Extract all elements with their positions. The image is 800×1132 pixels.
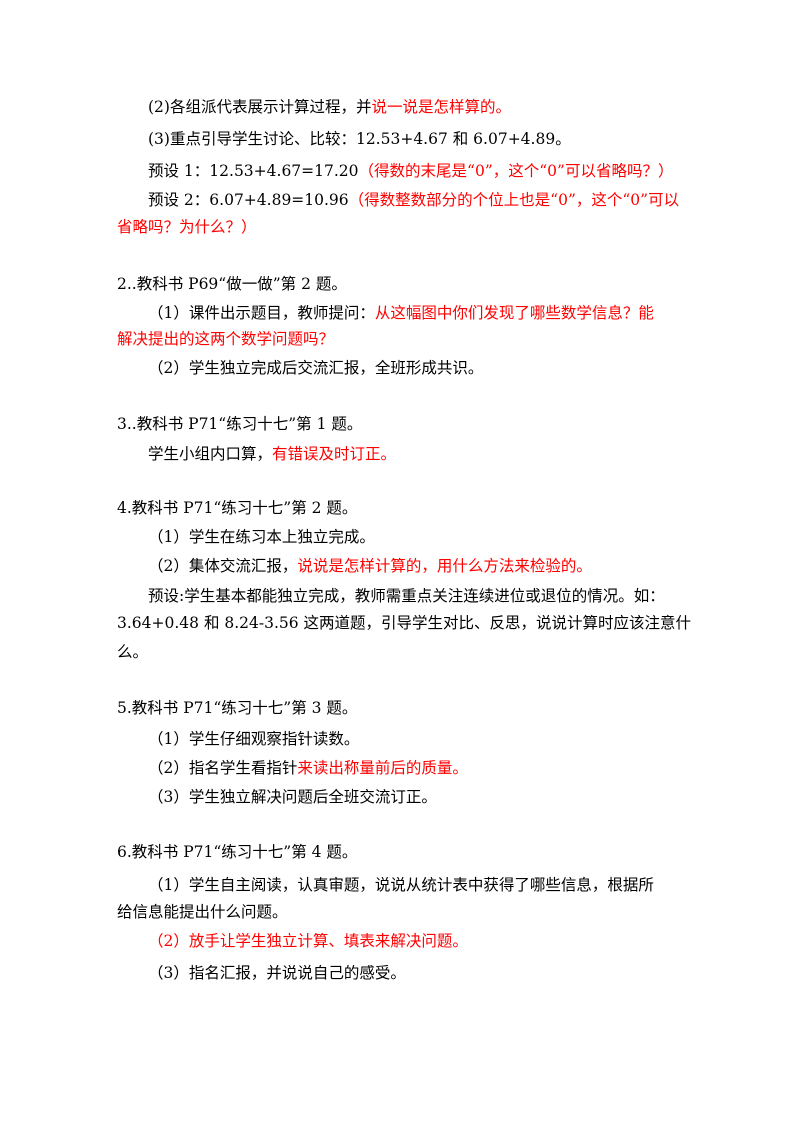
step-3-text: (3)重点引导学生讨论、比较：12.53+4.67 和 6.07+4.89。	[148, 130, 571, 148]
step-2-emphasis: 说一说是怎样算的。	[371, 98, 511, 116]
step-2-text: (2)各组派代表展示计算过程，并	[148, 98, 372, 116]
section-6-item-2-text: （2）放手让学生独立计算、填表来解决问题。	[148, 932, 468, 950]
section-2-heading-text: 2..教科书 P69“做一做”第 2 题。	[117, 275, 347, 293]
section-4-preset-text-2: 3.64+0.48 和 8.24-3.56 这两道题，引导学生对比、反思，说说计…	[117, 614, 692, 632]
section-3-heading: 3..教科书 P71“练习十七”第 1 题。	[117, 413, 692, 435]
section-6-item-3: （3）指名汇报，并说说自己的感受。	[148, 962, 692, 984]
section-5-heading-text: 5.教科书 P71“练习十七”第 3 题。	[117, 699, 358, 717]
step-2-line: (2)各组派代表展示计算过程，并说一说是怎样算的。	[148, 96, 692, 118]
section-2-item-2: （2）学生独立完成后交流汇报，全班形成共识。	[148, 357, 692, 379]
section-6-item-1-text-cont: 给信息能提出什么问题。	[117, 903, 288, 921]
section-5-item-2-text: （2）指名学生看指针	[148, 759, 298, 777]
section-6-item-2: （2）放手让学生独立计算、填表来解决问题。	[148, 930, 692, 952]
section-4-item-1-text: （1）学生在练习本上独立完成。	[148, 528, 375, 546]
section-6-item-1-cont: 给信息能提出什么问题。	[117, 901, 692, 923]
step-3-line: (3)重点引导学生讨论、比较：12.53+4.67 和 6.07+4.89。	[148, 128, 692, 150]
section-5-item-3-text: （3）学生独立解决问题后全班交流订正。	[148, 788, 437, 806]
section-4-preset-text-1: 预设:学生基本都能独立完成，教师需重点关注连续进位或退位的情况。如：	[148, 587, 665, 605]
preset-1-line: 预设 1：12.53+4.67=17.20（得数的末尾是“0”，这个“0”可以省…	[148, 160, 692, 182]
section-4-item-1: （1）学生在练习本上独立完成。	[148, 526, 692, 548]
preset-2-line-cont: 省略吗？为什么？）	[117, 216, 692, 238]
section-4-preset-text-3: 么。	[117, 643, 149, 661]
preset-1-text: 预设 1：12.53+4.67=17.20	[148, 162, 359, 180]
section-6-item-3-text: （3）指名汇报，并说说自己的感受。	[148, 964, 406, 982]
preset-2-emphasis: （得数整数部分的个位上也是“0”，这个“0”可以	[348, 191, 680, 209]
section-3-body-emphasis: 有错误及时订正。	[272, 445, 397, 463]
section-2-heading: 2..教科书 P69“做一做”第 2 题。	[117, 273, 692, 295]
section-4-preset-line-3: 么。	[117, 641, 692, 663]
section-6-item-1: （1）学生自主阅读，认真审题，说说从统计表中获得了哪些信息，根据所	[148, 874, 692, 896]
section-2-item-1-cont: 解决提出的这两个数学问题吗？	[117, 328, 692, 350]
section-6-item-1-text: （1）学生自主阅读，认真审题，说说从统计表中获得了哪些信息，根据所	[148, 876, 654, 894]
section-4-heading: 4.教科书 P71“练习十七”第 2 题。	[117, 497, 692, 519]
section-3-body: 学生小组内口算，有错误及时订正。	[148, 443, 692, 465]
section-5-heading: 5.教科书 P71“练习十七”第 3 题。	[117, 697, 692, 719]
section-4-heading-text: 4.教科书 P71“练习十七”第 2 题。	[117, 499, 358, 517]
preset-1-emphasis: （得数的末尾是“0”，这个“0”可以省略吗？）	[358, 162, 674, 180]
section-2-item-1: （1）课件出示题目，教师提问：从这幅图中你们发现了哪些数学信息？能	[148, 302, 692, 324]
section-4-item-2-emphasis: 说说是怎样计算的，用什么方法来检验的。	[297, 557, 592, 575]
section-2-item-1-emphasis-cont: 解决提出的这两个数学问题吗？	[117, 330, 335, 348]
section-2-item-1-emphasis: 从这幅图中你们发现了哪些数学信息？能	[374, 304, 654, 322]
section-5-item-1: （1）学生仔细观察指针读数。	[148, 728, 692, 750]
section-3-heading-text: 3..教科书 P71“练习十七”第 1 题。	[117, 415, 363, 433]
section-5-item-2-emphasis: 来读出称量前后的质量。	[297, 759, 468, 777]
section-4-item-2-text: （2）集体交流汇报，	[148, 557, 298, 575]
section-4-item-2: （2）集体交流汇报，说说是怎样计算的，用什么方法来检验的。	[148, 555, 692, 577]
preset-2-emphasis-cont: 省略吗？为什么？）	[117, 218, 257, 236]
section-6-heading-text: 6.教科书 P71“练习十七”第 4 题。	[117, 843, 358, 861]
section-5-item-2: （2）指名学生看指针来读出称量前后的质量。	[148, 757, 692, 779]
section-6-heading: 6.教科书 P71“练习十七”第 4 题。	[117, 841, 692, 863]
preset-2-line: 预设 2：6.07+4.89=10.96（得数整数部分的个位上也是“0”，这个“…	[148, 189, 692, 211]
section-5-item-3: （3）学生独立解决问题后全班交流订正。	[148, 786, 692, 808]
section-4-preset-line-1: 预设:学生基本都能独立完成，教师需重点关注连续进位或退位的情况。如：	[148, 585, 692, 607]
section-4-preset-line-2: 3.64+0.48 和 8.24-3.56 这两道题，引导学生对比、反思，说说计…	[117, 612, 692, 634]
preset-2-text: 预设 2：6.07+4.89=10.96	[148, 191, 349, 209]
section-2-item-1-text: （1）课件出示题目，教师提问：	[148, 304, 375, 322]
section-5-item-1-text: （1）学生仔细观察指针读数。	[148, 730, 360, 748]
section-2-item-2-text: （2）学生独立完成后交流汇报，全班形成共识。	[148, 359, 484, 377]
section-3-body-text: 学生小组内口算，	[148, 445, 273, 463]
